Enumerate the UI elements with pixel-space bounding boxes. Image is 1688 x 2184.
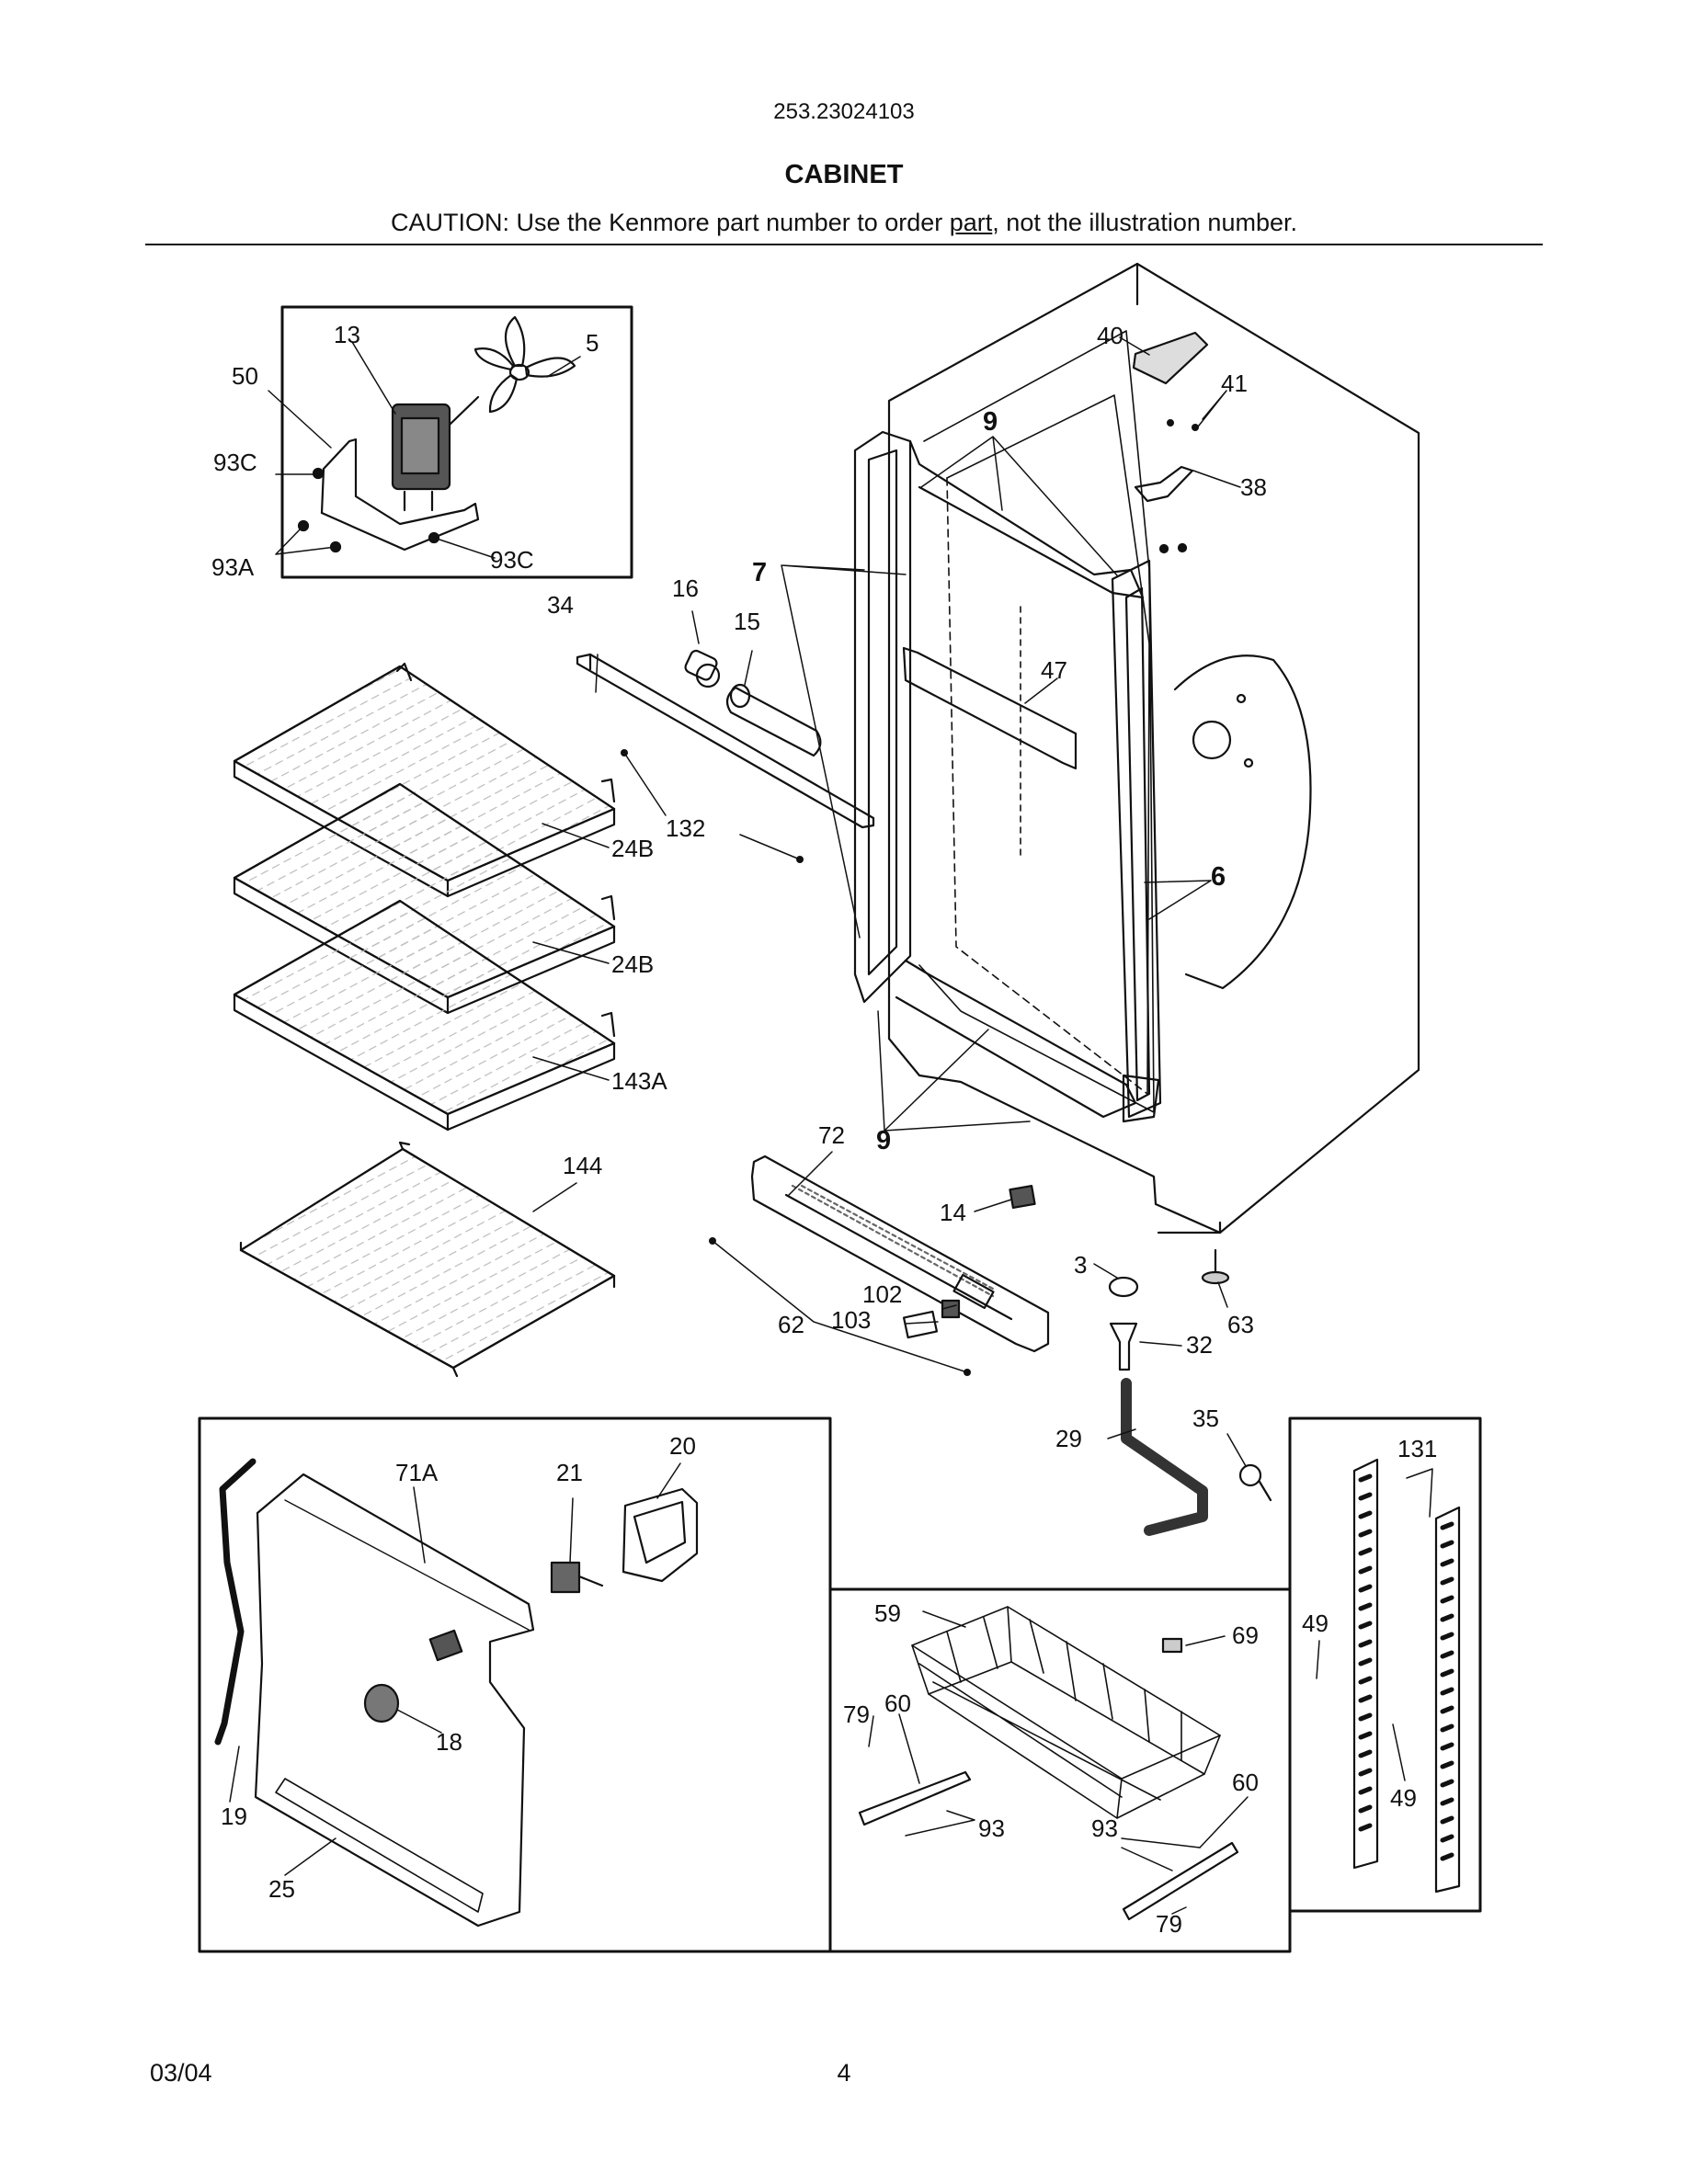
callout-25: 25 [268, 1875, 295, 1903]
page-number: 4 [837, 2059, 851, 2087]
caution-underlined: part [949, 209, 993, 236]
header-rule [145, 244, 1543, 245]
section-title: CABINET [784, 160, 904, 189]
door-gasket-left [853, 430, 912, 1004]
fan-motor [391, 395, 480, 512]
callout-3: 3 [1074, 1251, 1087, 1279]
callout-93-right: 93 [1091, 1814, 1118, 1842]
callout-5: 5 [586, 329, 599, 357]
callout-79-top: 79 [843, 1701, 870, 1728]
basket-stop [1161, 1637, 1183, 1654]
callout-93-left: 93 [978, 1814, 1005, 1842]
caution-suffix: , not the illustration number. [992, 209, 1297, 236]
callout-41: 41 [1221, 370, 1248, 397]
callout-16: 16 [672, 574, 699, 602]
callout-59: 59 [874, 1599, 901, 1627]
callout-40: 40 [1097, 322, 1123, 349]
shelf-ladder-right [1434, 1506, 1461, 1894]
shelf-ladder-left [1352, 1458, 1379, 1870]
callout-6: 6 [1211, 862, 1226, 892]
callout-60-left: 60 [884, 1689, 911, 1717]
bottom-gasket [895, 959, 1137, 1119]
fan-blade [473, 315, 576, 414]
callout-29: 29 [1055, 1425, 1082, 1452]
callout-60-right: 60 [1232, 1769, 1259, 1796]
callout-69: 69 [1232, 1621, 1259, 1649]
shelf-144 [239, 1141, 616, 1378]
fan-assembly-box [280, 305, 633, 579]
callout-18: 18 [436, 1728, 462, 1756]
fan-bracket [297, 438, 480, 553]
light-bulb [725, 683, 822, 757]
leveling-leg [1201, 1248, 1230, 1285]
callout-72: 72 [818, 1121, 845, 1149]
callout-103: 103 [831, 1306, 871, 1334]
callout-19: 19 [221, 1803, 247, 1830]
callout-62: 62 [778, 1311, 804, 1338]
gasket-strip-19 [214, 1458, 257, 1746]
callout-15: 15 [734, 608, 760, 635]
basket-box [828, 1587, 1292, 1953]
hose-clamp [1238, 1463, 1272, 1502]
caution-note: CAUTION: Use the Kenmore part number to … [0, 209, 1688, 237]
callout-7: 7 [752, 558, 767, 587]
wire-basket [911, 1606, 1221, 1819]
callout-21: 21 [556, 1459, 583, 1486]
shelf-rail [576, 653, 875, 829]
footer-date: 03/04 [150, 2059, 212, 2087]
air-duct-cover [254, 1473, 535, 1928]
toe-grille [750, 1155, 1050, 1353]
callout-35: 35 [1192, 1405, 1219, 1432]
callout-24B-middle: 24B [611, 950, 654, 978]
callout-93C-top: 93C [213, 449, 257, 476]
light-socket [684, 649, 721, 688]
air-duct-box [198, 1416, 832, 1953]
callout-49-left: 49 [1302, 1610, 1329, 1637]
callout-13: 13 [334, 321, 360, 348]
liner-inner [918, 330, 1155, 1113]
callout-34: 34 [547, 591, 574, 619]
hinge-top [1134, 465, 1194, 554]
callout-9-top: 9 [983, 407, 998, 437]
callout-71A: 71A [395, 1459, 439, 1486]
leader-lines [229, 336, 1433, 1915]
callout-38: 38 [1240, 473, 1267, 501]
basket-rail-left [858, 1770, 972, 1826]
shelf-support-47 [902, 646, 1078, 770]
callout-63: 63 [1227, 1311, 1254, 1338]
callout-143A: 143A [611, 1067, 667, 1095]
callout-132: 132 [666, 814, 705, 842]
callout-79-bottom: 79 [1156, 1910, 1182, 1938]
callout-24B-top: 24B [611, 835, 654, 862]
caution-prefix: CAUTION: Use the Kenmore part number to … [391, 209, 950, 236]
defrost-timer [550, 1561, 604, 1594]
callout-102: 102 [862, 1280, 902, 1308]
callout-50: 50 [232, 362, 258, 390]
callout-14: 14 [940, 1199, 966, 1226]
drain-tube [1109, 1322, 1138, 1371]
callout-49-right: 49 [1390, 1784, 1417, 1812]
door-gasket-right [1111, 559, 1162, 1123]
door-switch [1009, 1184, 1036, 1210]
callout-131: 131 [1397, 1435, 1437, 1462]
timer-cover-20 [622, 1487, 699, 1583]
top-gasket [908, 439, 1145, 599]
ladder-box [1288, 1416, 1482, 1913]
callout-32: 32 [1186, 1331, 1213, 1359]
callout-144: 144 [563, 1152, 602, 1179]
callout-9-bottom: 9 [876, 1126, 891, 1155]
basket-rail-right [1122, 1841, 1239, 1921]
callout-47: 47 [1041, 656, 1067, 684]
callout-20: 20 [669, 1432, 696, 1460]
damper-control [363, 1683, 400, 1723]
callout-93C-bottom: 93C [490, 546, 534, 574]
hinge-cover-40 [1132, 331, 1209, 385]
model-number: 253.23024103 [773, 99, 915, 124]
compressor-cover [1173, 654, 1312, 990]
drain-hose [1121, 1378, 1208, 1536]
shelf-143A [233, 899, 616, 1132]
callout-93A: 93A [211, 553, 255, 581]
drain-plug [1108, 1276, 1139, 1298]
